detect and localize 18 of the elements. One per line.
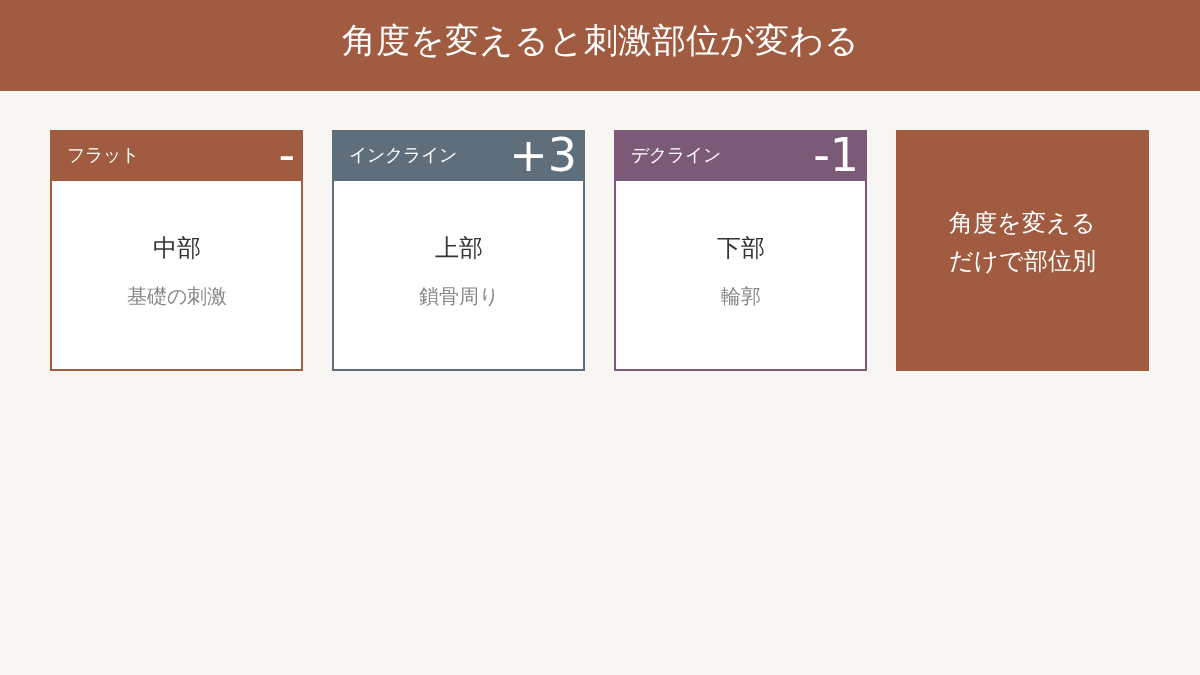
summary-text: 角度を変えるだけで部位別 [948,207,1097,277]
card [614,130,867,371]
angle-number: - [278,130,295,180]
card [50,130,303,371]
card-subtitle: 輪郭 [720,283,761,310]
summary-box [896,130,1149,371]
card-title: 上部 [434,233,483,264]
card-label: インクライン [349,143,457,167]
card-label: フラット [67,143,139,167]
card-subtitle: 鎖骨周り [418,283,499,310]
card-label: デクライン [631,143,721,167]
card-title: 下部 [716,233,765,264]
slide-title: 角度を変えると刺激部位が変わる [340,19,860,62]
card-subtitle: 基礎の刺激 [126,283,227,310]
card [332,130,585,371]
card-title: 中部 [152,233,201,264]
angle-number: +3 [509,130,577,180]
angle-number: -1 [813,130,859,180]
